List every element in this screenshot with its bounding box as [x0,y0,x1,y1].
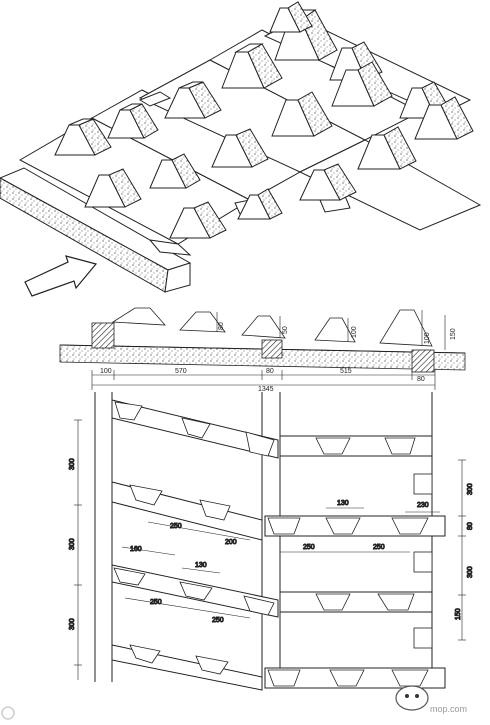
plan-right-v300b: 300 [467,566,474,578]
section-dim-h2: 50 [282,326,289,334]
iso-pyramids [54,1,474,239]
plan-baffles [113,401,433,687]
watermark-logo: mop.com [1,685,467,720]
section-dim-c: 80 [266,368,274,375]
plan-left-d250c: 250 [212,617,224,624]
section-dim-a: 100 [100,368,112,375]
section-dim-d: 515 [340,368,352,375]
section-dim-h4: 100 [424,332,431,344]
isometric-view [0,1,482,297]
plan-right-d250a: 250 [303,544,315,551]
section-dim-h5: 150 [450,328,457,340]
plan-view: 300 300 300 250 200 160 130 250 250 130 … [69,392,475,691]
section-dim-b: 570 [175,368,187,375]
section-dim-h3: 100 [351,326,358,338]
plan-right-v80: 80 [467,522,474,530]
plan-right-v150: 150 [455,608,462,620]
plan-left-d130: 130 [195,562,207,569]
section-view: 100 570 80 515 80 1345 80 50 100 100 150 [59,307,466,393]
plan-left-d160: 160 [130,546,142,553]
plan-right-v300a: 300 [467,483,474,495]
section-dim-h1: 80 [218,322,225,330]
section-dim-e: 80 [417,376,425,383]
plan-left-d250b: 250 [150,599,162,606]
plan-left-d200: 200 [225,539,237,546]
section-dim-total: 1345 [258,386,274,393]
plan-left-d250a: 250 [170,523,182,530]
plan-right-d130: 130 [337,500,349,507]
watermark-right: mop.com [430,704,467,714]
plan-left-v3: 300 [69,618,76,630]
plan-left-v1: 300 [69,458,76,470]
plan-left-v2: 300 [69,538,76,550]
plan-right-d250b: 250 [373,544,385,551]
plan-right-d230: 230 [417,502,429,509]
flow-arrow-icon [24,255,98,297]
